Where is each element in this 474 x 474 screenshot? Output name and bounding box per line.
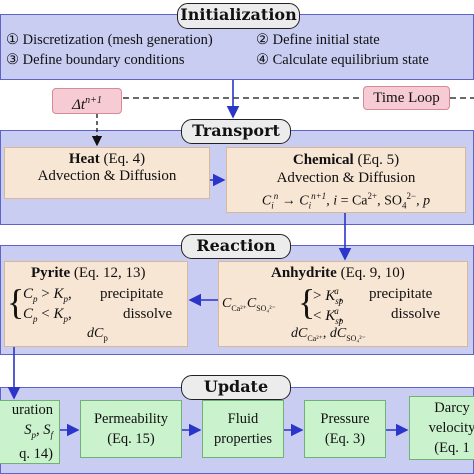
saturation-line-1: uration: [11, 401, 53, 418]
permeability-line-1: Permeability: [93, 411, 169, 427]
pressure-line-1: Pressure: [320, 411, 370, 427]
pyrite-act-1: precipitate: [100, 286, 164, 302]
darcy-velocity-box: Darcy velocity (Eq. 1: [409, 396, 474, 460]
initialization-header: Initialization: [177, 3, 300, 29]
permeability-line-2: (Eq. 15): [107, 431, 155, 447]
pyrite-delta: dCp: [87, 326, 108, 343]
chemical-title: Chemical: [292, 152, 354, 168]
anhydrite-brace: {: [298, 282, 316, 322]
fluid-properties-box: Fluid properties: [202, 400, 284, 458]
heat-eq: (Eq. 4): [99, 151, 146, 167]
time-loop-label: Time Loop: [363, 86, 450, 110]
reaction-header: Reaction: [181, 234, 291, 259]
anhydrite-cond-2: < Kspa,: [313, 306, 344, 326]
delta-t-symbol: Δt: [72, 97, 86, 113]
darcy-line-2: velocity (Eq. 1: [428, 420, 474, 456]
heat-title: Heat: [68, 151, 100, 167]
pyrite-title: Pyrite: [31, 265, 71, 281]
permeability-box: Permeability (Eq. 15): [80, 400, 182, 458]
anhydrite-box: Anhydrite (Eq. 9, 10) CCa²⁺CSO₄²⁻ { > Ks…: [218, 261, 468, 347]
init-step-2: ② Define initial state: [256, 32, 380, 48]
darcy-line-1: Darcy: [434, 400, 470, 416]
update-header: Update: [181, 375, 291, 400]
chemical-body: Advection & Diffusion: [276, 170, 416, 186]
init-step-4: ④ Calculate equilibrium state: [256, 52, 429, 68]
pyrite-cond-1: Cp > Kp,: [23, 286, 72, 304]
saturation-line-2: Sp, Sf: [24, 421, 53, 440]
pyrite-brace: {: [7, 282, 25, 322]
saturation-box: uration Sp, Sf q. 14): [0, 400, 60, 464]
heat-box: Heat (Eq. 4) Advection & Diffusion: [4, 147, 210, 199]
init-step-1: ① Discretization (mesh generation): [6, 32, 213, 48]
fluid-line-2: properties: [214, 431, 272, 447]
anhydrite-delta: dCCa²⁺, dCSO₄²⁻: [291, 326, 366, 343]
chemical-formula: Cin → Cin+1, i = Ca2+, SO42−, p: [261, 191, 431, 211]
anhydrite-act-2: dissolve: [391, 306, 441, 322]
chemical-box: Chemical (Eq. 5) Advection & Diffusion C…: [226, 147, 466, 213]
pyrite-act-2: dissolve: [123, 306, 173, 322]
pyrite-box: Pyrite (Eq. 12, 13) { Cp > Kp, precipita…: [4, 261, 188, 347]
fluid-line-1: Fluid: [227, 411, 259, 427]
anhydrite-title: Anhydrite: [271, 265, 337, 281]
anhydrite-eq: (Eq. 9, 10): [336, 265, 405, 281]
saturation-line-3: q. 14): [19, 446, 53, 463]
delta-t-label: Δtn+1: [52, 88, 122, 114]
heat-body: Advection & Diffusion: [37, 168, 177, 184]
delta-t-superscript: n+1: [85, 95, 102, 106]
transport-header: Transport: [181, 119, 291, 144]
anhydrite-cond-1: > Kspa,: [313, 286, 344, 306]
anhydrite-act-1: precipitate: [369, 286, 433, 302]
pyrite-eq: (Eq. 12, 13): [70, 265, 146, 281]
init-step-3: ③ Define boundary conditions: [6, 52, 185, 68]
pressure-box: Pressure (Eq. 3): [304, 400, 386, 458]
chemical-eq: (Eq. 5): [353, 152, 400, 168]
pyrite-cond-2: Cp < Kp,: [23, 306, 72, 324]
anhydrite-product: CCa²⁺CSO₄²⁻: [222, 296, 276, 313]
pressure-line-2: (Eq. 3): [324, 431, 366, 447]
